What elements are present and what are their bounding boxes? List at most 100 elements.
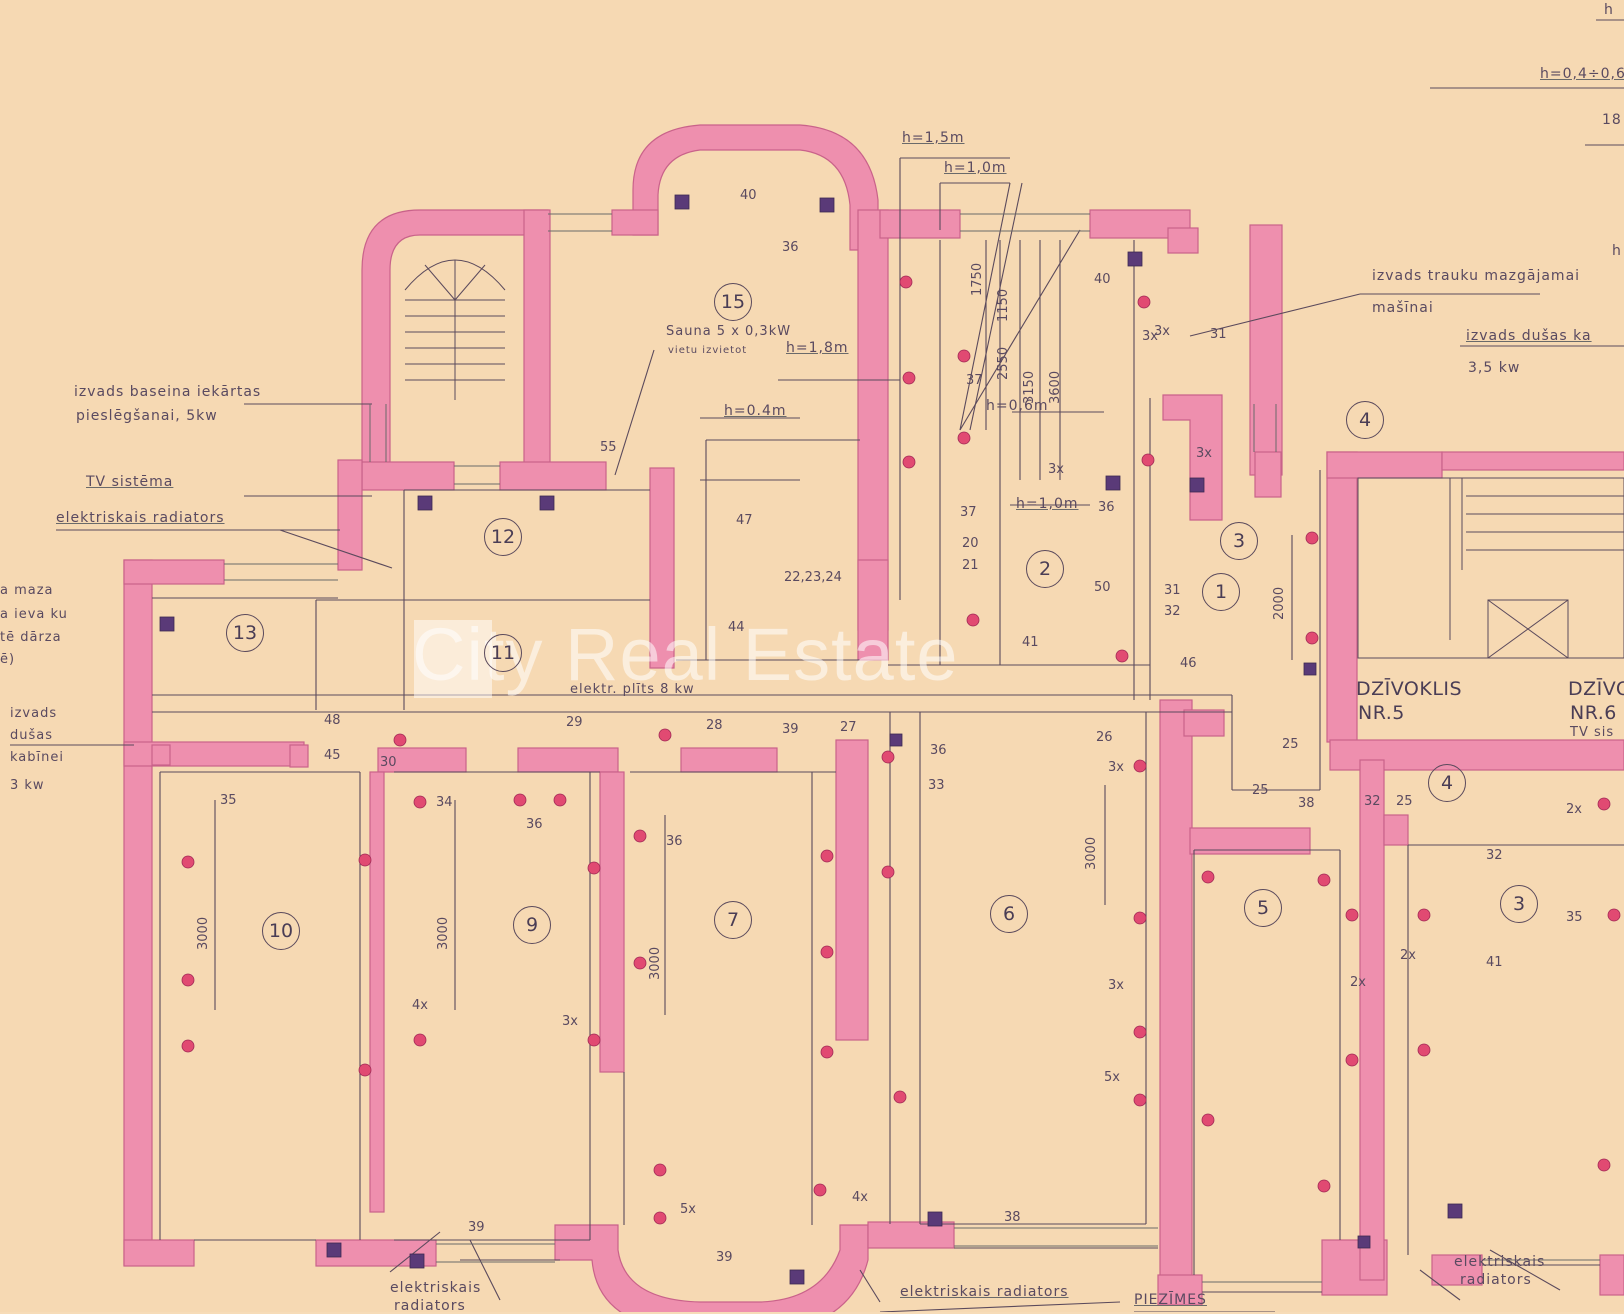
room-number-3: 3 bbox=[1500, 885, 1538, 923]
height-1-0m: h=1,0m bbox=[944, 160, 1007, 176]
circuit-number: 36 bbox=[782, 240, 799, 255]
circuit-number: 3x bbox=[1048, 462, 1064, 477]
room-number-4-bottom: 4 bbox=[1428, 764, 1466, 802]
circuit-number: 4x bbox=[412, 998, 428, 1013]
dimension-3150: 3150 bbox=[1022, 370, 1037, 404]
height-right-h: h bbox=[1612, 243, 1622, 259]
circuit-number: 3x bbox=[1196, 446, 1212, 461]
shower-top-note-line1: izvads dušas ka bbox=[1466, 328, 1592, 344]
circuit-number: 32 bbox=[1164, 604, 1181, 619]
fixture-symbol bbox=[1189, 477, 1205, 493]
room-number-12: 12 bbox=[484, 518, 522, 556]
fixture-symbol bbox=[927, 1211, 943, 1227]
circuit-number: 28 bbox=[706, 718, 723, 733]
circuit-number: 3x bbox=[1108, 978, 1124, 993]
radiator-bottom-mid: elektriskais radiators bbox=[900, 1284, 1069, 1300]
circuit-number: 40 bbox=[1094, 272, 1111, 287]
fixture-symbol bbox=[417, 495, 433, 511]
circuit-number: 3x bbox=[1108, 760, 1124, 775]
dimension-1150: 1150 bbox=[996, 288, 1011, 322]
height-top-right-h: h bbox=[1604, 2, 1614, 18]
bay-wall-15 bbox=[632, 124, 879, 251]
circuit-number: 37 bbox=[960, 505, 977, 520]
fixture-symbol bbox=[889, 733, 903, 747]
radiator-bottom-left-line1: elektriskais bbox=[390, 1280, 482, 1296]
dimension-3600: 3600 bbox=[1048, 370, 1063, 404]
circuit-number: 39 bbox=[716, 1250, 733, 1265]
circuit-number: 36 bbox=[1098, 500, 1115, 515]
shower-top-note-line2: 3,5 kw bbox=[1468, 360, 1521, 376]
dimension-3000-room7: 3000 bbox=[648, 946, 663, 980]
room-number-1: 1 bbox=[1202, 573, 1240, 611]
circuit-number: 40 bbox=[740, 188, 757, 203]
walls bbox=[123, 124, 1624, 1312]
drafting-lines bbox=[10, 19, 1624, 1312]
circuit-number: 36 bbox=[526, 817, 543, 832]
stair-tower-wall bbox=[361, 209, 549, 471]
circuit-number: 22,23,24 bbox=[784, 570, 842, 585]
fixture-symbol bbox=[1303, 662, 1317, 676]
circuit-number: 5x bbox=[1104, 1070, 1120, 1085]
dishwasher-note-line2: mašīnai bbox=[1372, 300, 1434, 316]
circuit-number: 31 bbox=[1164, 583, 1181, 598]
circuit-number: 27 bbox=[840, 720, 857, 735]
tv-system-right: TV sis bbox=[1570, 725, 1615, 740]
height-top-right-18: 18 bbox=[1602, 112, 1622, 128]
circuit-number: 2x bbox=[1400, 948, 1416, 963]
watermark-logo bbox=[414, 620, 492, 698]
dimension-2000: 2000 bbox=[1272, 586, 1287, 620]
fixture-symbol bbox=[819, 197, 835, 213]
fixture-symbol bbox=[409, 1253, 425, 1269]
room-number-4-top: 4 bbox=[1346, 401, 1384, 439]
apartment-6-number: NR.6 bbox=[1570, 702, 1617, 724]
circuit-number: 36 bbox=[930, 743, 947, 758]
fixture-symbol bbox=[674, 194, 690, 210]
fixture-symbol bbox=[326, 1242, 342, 1258]
fixture-symbol bbox=[539, 495, 555, 511]
circuit-number: 30 bbox=[380, 755, 397, 770]
circuit-number: 34 bbox=[436, 795, 453, 810]
room-number-11: 11 bbox=[484, 634, 522, 672]
circuit-number: 35 bbox=[220, 793, 237, 808]
dimension-3000-room10: 3000 bbox=[196, 916, 211, 950]
fixture-symbol bbox=[789, 1269, 805, 1285]
circuit-number: 41 bbox=[1022, 635, 1039, 650]
sauna-note-line2: vietu izvietot bbox=[668, 345, 748, 356]
circuit-number: 2x bbox=[1350, 975, 1366, 990]
pool-note-line1: izvads baseina iekārtas bbox=[74, 384, 262, 400]
notes-heading: PIEZĪMES bbox=[1134, 1292, 1207, 1308]
circuit-number: 31 bbox=[1210, 327, 1227, 342]
circuit-number: 39 bbox=[782, 722, 799, 737]
circuit-number: 37 bbox=[966, 373, 983, 388]
circuit-number: 20 bbox=[962, 536, 979, 551]
pool-note-line2: pieslēgšanai, 5kw bbox=[76, 408, 218, 424]
room-number-3-kitchen: 3 bbox=[1220, 522, 1258, 560]
circuit-number: 36 bbox=[666, 834, 683, 849]
fixture-symbol bbox=[1127, 251, 1143, 267]
circuit-number: 4x bbox=[852, 1190, 868, 1205]
radiator-bottom-right-line2: radiators bbox=[1460, 1272, 1532, 1288]
height-1-8m: h=1,8m bbox=[786, 340, 849, 356]
circuit-number: 46 bbox=[1180, 656, 1197, 671]
dishwasher-note-line1: izvads trauku mazgājamai bbox=[1372, 268, 1581, 284]
dimension-3000-room6: 3000 bbox=[1084, 836, 1099, 870]
height-top-right: h=0,4÷0,6 bbox=[1540, 66, 1624, 82]
circuit-number: 38 bbox=[1298, 796, 1315, 811]
sauna-note-line1: Sauna 5 x 0,3kW bbox=[666, 324, 792, 339]
apartment-6-title: DZĪVO bbox=[1568, 678, 1624, 700]
circuit-number: 26 bbox=[1096, 730, 1113, 745]
windows bbox=[224, 213, 1600, 1283]
circuit-number: 41 bbox=[1486, 955, 1503, 970]
dimension-3000-room9: 3000 bbox=[436, 916, 451, 950]
circuit-number: 38 bbox=[1004, 1210, 1021, 1225]
room-number-7: 7 bbox=[714, 901, 752, 939]
circuit-number: 21 bbox=[962, 558, 979, 573]
circuit-number: 55 bbox=[600, 440, 617, 455]
apartment-5-number: NR.5 bbox=[1358, 702, 1405, 724]
height-1-0m-b: h=1,0m bbox=[1016, 496, 1079, 512]
height-0-6m: h=0,6m bbox=[986, 398, 1049, 414]
left-note-line1: a maza bbox=[0, 583, 54, 598]
circuit-number: 32 bbox=[1486, 848, 1503, 863]
electric-radiator-label: elektriskais radiators bbox=[56, 510, 225, 526]
circuit-number: 29 bbox=[566, 715, 583, 730]
